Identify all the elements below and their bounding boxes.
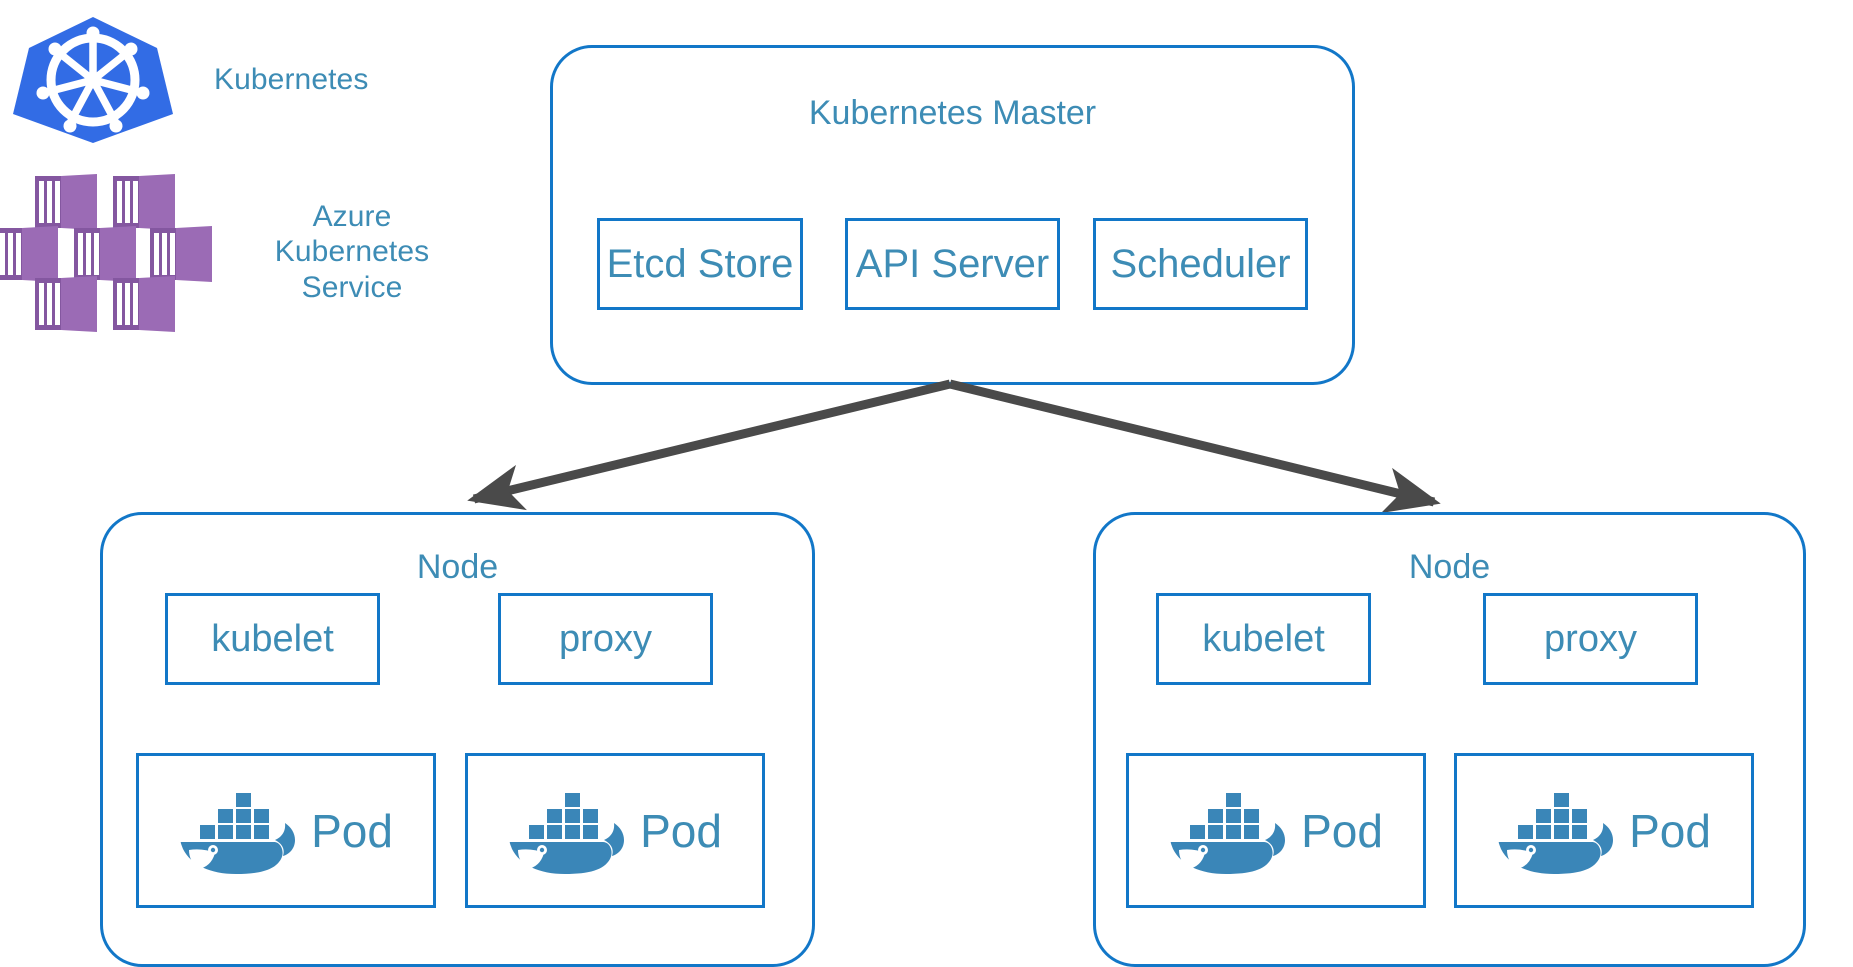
node-right-pod-2[interactable]: Pod [1454,753,1754,908]
legend-label-azure-kubernetes-service: Azure Kubernetes Service [274,199,430,304]
node-left-title: Node [416,548,499,586]
kubernetes-logo-icon [13,17,173,143]
node-right-title: Node [1408,548,1491,586]
node-right-pod-2-label: Pod [1629,804,1711,857]
master-component-etcd-store[interactable]: Etcd Store [597,218,803,310]
node-panel-right[interactable]: Node kubelet proxy [1093,512,1806,967]
master-component-api-server[interactable]: API Server [845,218,1060,310]
docker-whale-icon [1498,792,1614,874]
node-left-pod-1-label: Pod [311,804,393,857]
edge-master-to-node-right [948,379,1441,514]
kubernetes-master-title: Kubernetes Master [808,94,1097,132]
master-component-scheduler[interactable]: Scheduler [1093,218,1308,310]
node-left-pod-2[interactable]: Pod [465,753,765,908]
azure-kubernetes-service-icon [0,174,212,332]
docker-whale-icon [180,792,296,874]
node-right-pod-1-label: Pod [1301,804,1383,857]
node-left-agent-kubelet[interactable]: kubelet [165,593,380,685]
node-left-pod-2-label: Pod [640,804,722,857]
kubernetes-master-panel[interactable]: Kubernetes Master Etcd Store API Server … [550,45,1355,385]
docker-whale-icon [509,792,625,874]
docker-whale-icon [1170,792,1286,874]
node-left-agent-proxy[interactable]: proxy [498,593,713,685]
node-right-pod-1[interactable]: Pod [1126,753,1426,908]
node-panel-left[interactable]: Node kubelet proxy [100,512,815,967]
legend-label-kubernetes: Kubernetes [214,63,369,97]
node-left-pod-1[interactable]: Pod [136,753,436,908]
legend-item-kubernetes: Kubernetes [8,14,368,146]
edge-master-to-node-left [467,379,952,511]
legend-item-azure-kubernetes-service: Azure Kubernetes Service [0,172,452,332]
node-right-agent-proxy[interactable]: proxy [1483,593,1698,685]
node-right-agent-kubelet[interactable]: kubelet [1156,593,1371,685]
